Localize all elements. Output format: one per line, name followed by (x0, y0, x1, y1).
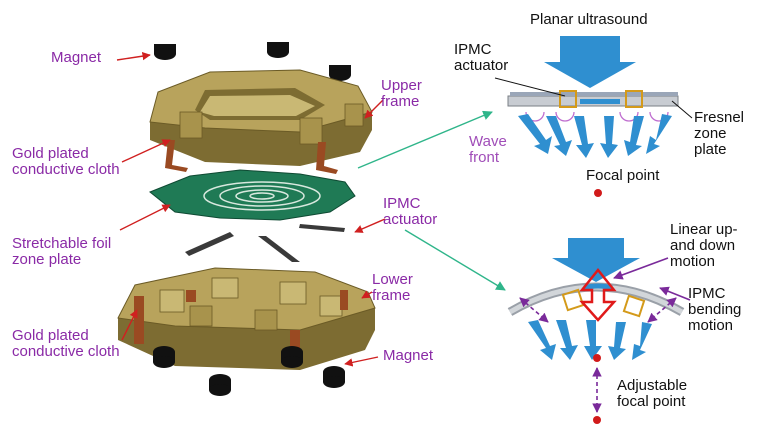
label-magnet-bottom: Magnet (383, 347, 434, 364)
lower-cloth-strips (134, 290, 348, 356)
ipmc-strips (185, 224, 345, 262)
exploded-assembly (117, 42, 376, 396)
converging-arrows (528, 320, 652, 360)
magnet-cylinder (329, 65, 351, 81)
focal-point-dot (593, 354, 601, 362)
label-linear-motion: Linear up- and down motion (670, 221, 738, 270)
adjustable-focus-schematic (507, 238, 691, 424)
magnet-cylinder (323, 366, 345, 388)
label-magnet-top: Magnet (51, 49, 102, 66)
top-cloth-tabs (165, 140, 338, 174)
label-lower-frame: Lower frame (372, 271, 413, 304)
magnet-cylinder (153, 346, 175, 368)
left-leader-arrows (116, 51, 386, 367)
ultrasound-arrow (552, 238, 640, 282)
magnet-cylinder (154, 44, 176, 60)
label-ipmc-actuator-right: IPMC actuator (454, 41, 509, 74)
adjusted-focal-dot (593, 416, 601, 424)
label-focal-point: Focal point (586, 167, 660, 184)
bottom-magnets (153, 346, 345, 396)
magnet-cylinder (281, 346, 303, 368)
label-gold-cloth-bottom: Gold plated conductive cloth (12, 327, 120, 360)
upper-frame (149, 69, 373, 166)
label-stretchable-foil: Stretchable foil zone plate (12, 235, 112, 268)
label-wave-front: Wave front (469, 133, 507, 166)
linear-motion-arrow (579, 267, 617, 322)
focal-point-dot (594, 189, 602, 197)
converging-arrows (518, 114, 672, 158)
label-upper-frame: Upper frame (381, 77, 422, 110)
lower-frame (117, 267, 376, 370)
label-fresnel-zone-plate: Fresnel zone plate (694, 109, 745, 158)
magnet-cylinder (267, 42, 289, 58)
foil-zone-plate (149, 169, 356, 221)
label-ipmc-actuator-left: IPMC actuator (383, 195, 438, 228)
ultrasound-arrow (544, 36, 636, 88)
fixed-focus-schematic (494, 36, 693, 197)
label-ipmc-bending: IPMC bending motion (688, 285, 742, 334)
label-gold-cloth-top: Gold plated conductive cloth (12, 145, 120, 178)
label-planar-ultrasound: Planar ultrasound (530, 11, 648, 28)
label-adjustable-focal: Adjustable focal point (617, 377, 688, 410)
connection-arrows (357, 110, 506, 291)
magnet-cylinder (209, 374, 231, 396)
